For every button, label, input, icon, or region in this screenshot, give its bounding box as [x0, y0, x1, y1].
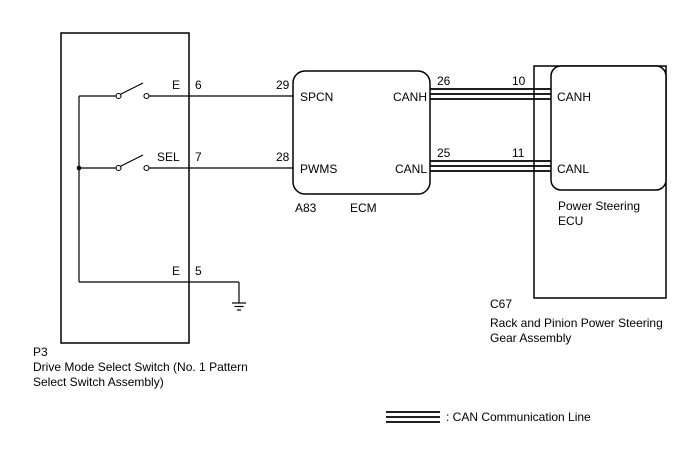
gear-assembly-code: C67	[490, 297, 512, 311]
gear-assembly-name-line2: Gear Assembly	[490, 331, 571, 345]
junction-dot	[76, 165, 82, 171]
switch-pin-5: 5	[195, 264, 202, 278]
can-low-line	[430, 160, 551, 172]
ps-ecu-name-line2: ECU	[558, 214, 583, 228]
ecm-name: ECM	[350, 201, 377, 215]
legend-can-line-symbol	[386, 411, 440, 423]
power-steering-ecu-box	[550, 65, 667, 191]
ps-ecu-pin-11: 11	[512, 146, 525, 160]
can-high-line	[430, 88, 551, 100]
switch-terminal-e-top-name: E	[172, 78, 180, 92]
ecm-pin-26: 26	[437, 74, 451, 88]
ps-ecu-pin-10: 10	[512, 74, 526, 88]
legend-label: : CAN Communication Line	[446, 410, 591, 424]
switch-assembly-name-line2: Select Switch Assembly)	[33, 375, 164, 389]
switch-terminal-sel-name: SEL	[157, 150, 180, 164]
ps-ecu-terminal-canh: CANH	[557, 90, 591, 104]
switch1-contact-right	[143, 92, 150, 100]
ecm-pin-25: 25	[437, 146, 451, 160]
switch-pin-6: 6	[195, 78, 202, 92]
ps-ecu-terminal-canl: CANL	[557, 162, 589, 176]
can-lines-inside-assembly	[534, 88, 551, 172]
switch-assembly-box	[60, 32, 190, 344]
switch-assembly-code: P3	[33, 345, 48, 359]
switch1-contact-left	[115, 92, 122, 100]
switch1-lever	[119, 82, 144, 96]
switch2-contact-left	[115, 164, 122, 172]
ecm-terminal-pwms: PWMS	[300, 162, 337, 176]
switch-assembly-name-line1: Drive Mode Select Switch (No. 1 Pattern	[33, 360, 248, 374]
switch2-lever	[119, 154, 144, 168]
ecm-box	[292, 70, 431, 195]
ecm-terminal-spcn: SPCN	[300, 90, 333, 104]
ecm-terminal-canl: CANL	[395, 162, 427, 176]
ecm-terminal-canh: CANH	[393, 90, 427, 104]
ps-ecu-name-line1: Power Steering	[558, 199, 640, 213]
switch-pin-7: 7	[195, 150, 202, 164]
internal-switch-wiring	[76, 82, 189, 283]
switch2-contact-right	[143, 164, 150, 172]
ground-symbol	[189, 281, 246, 311]
ecm-pin-28: 28	[276, 150, 290, 164]
ecm-code: A83	[295, 201, 317, 215]
switch-terminal-e-bottom-name: E	[172, 264, 180, 278]
ecm-pin-29: 29	[276, 78, 290, 92]
gear-assembly-name-line1: Rack and Pinion Power Steering	[490, 316, 663, 330]
